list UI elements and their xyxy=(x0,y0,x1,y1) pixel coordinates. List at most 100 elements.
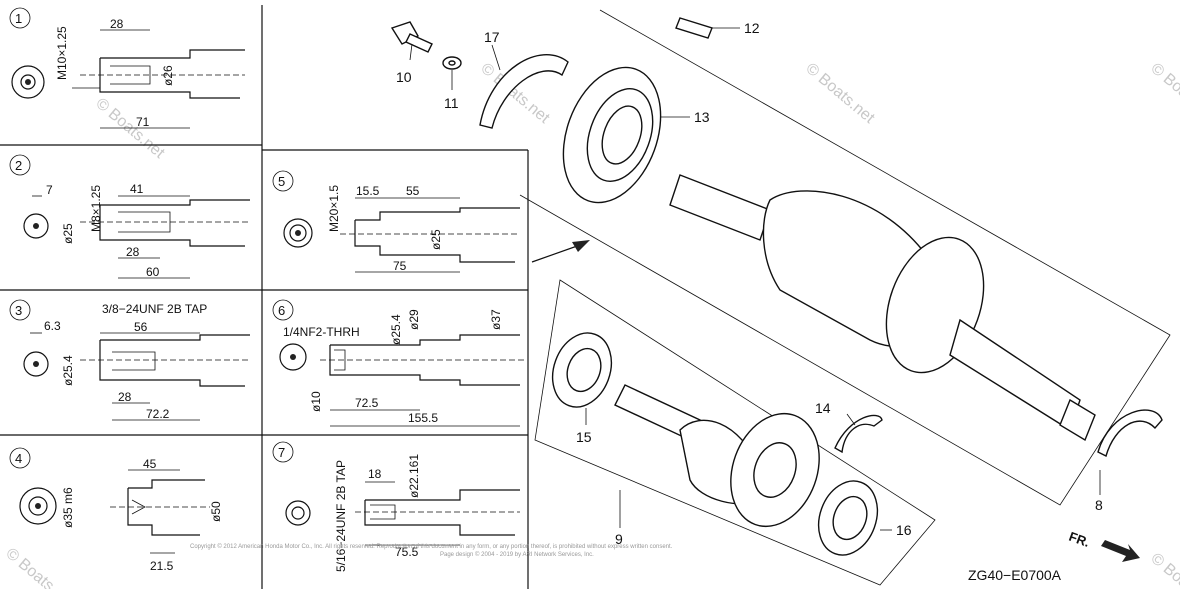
callout-label: 11 xyxy=(444,95,459,111)
variant-number-circle xyxy=(9,299,31,321)
thrust-washer xyxy=(479,54,569,129)
thrust-washer xyxy=(1097,409,1163,458)
callout-label: 8 xyxy=(1095,497,1103,513)
bolt xyxy=(390,21,433,53)
dim-label: 28 xyxy=(118,390,132,404)
thread-spec: 5/16−24UNF 2B TAP xyxy=(334,460,348,572)
dim-label: 15.5 xyxy=(356,184,380,198)
variant-number: 6 xyxy=(278,303,285,318)
variant-number: 5 xyxy=(278,174,285,189)
thread-spec: ø35 m6 xyxy=(61,487,75,528)
watermark-text: © Boats.net xyxy=(92,95,168,162)
dim-label: ø22.161 xyxy=(407,454,421,498)
dim-label: ø50 xyxy=(209,501,223,522)
shaft-end-view xyxy=(19,487,57,525)
dim-label: 60 xyxy=(146,265,160,279)
dim-label: 72.2 xyxy=(146,407,170,421)
woodruff-key xyxy=(675,17,713,39)
thread-spec: 3/8−24UNF 2B TAP xyxy=(102,302,207,316)
reference-arrow xyxy=(531,244,581,263)
shaft-end-view xyxy=(279,343,307,371)
crankshaft-assembly-box xyxy=(519,9,1171,506)
variant-number-circle xyxy=(9,7,31,29)
callout-label: 12 xyxy=(744,20,760,36)
variant-1: 1 28 ø26 71 M10×1.25 xyxy=(9,7,245,129)
leader-lines xyxy=(409,27,1101,531)
shaft-end-view xyxy=(283,218,313,248)
variant-2: 2 7 41 ø25 28 60 M8×1.25 xyxy=(9,154,250,279)
dim-label: ø25 xyxy=(429,229,443,250)
dim-label: 75.5 xyxy=(395,545,419,559)
dim-label: 45 xyxy=(143,457,157,471)
balancer-bearing-right xyxy=(817,480,879,556)
variant-7: 7 18 ø22.161 75.5 5/16−24UNF 2B TAP xyxy=(272,441,520,572)
dim-label: 75 xyxy=(393,259,407,273)
dim-label: ø25.4 xyxy=(389,314,403,345)
dim-label: 18 xyxy=(368,467,382,481)
dim-label: 72.5 xyxy=(355,396,379,410)
dim-label: 21.5 xyxy=(150,559,174,573)
thread-spec: M20×1.5 xyxy=(327,185,341,232)
dim-label: 28 xyxy=(110,17,124,31)
variant-number: 2 xyxy=(15,158,22,173)
balancer-bearing-left xyxy=(551,332,613,408)
variant-4: 4 45 ø50 21.5 ø35 m6 xyxy=(9,447,223,573)
dim-label: ø29 xyxy=(407,309,421,330)
front-direction-indicator: FR. xyxy=(1067,529,1140,562)
main-bearing xyxy=(562,66,662,204)
shaft-end-view xyxy=(23,351,49,377)
dim-label: ø37 xyxy=(489,309,503,330)
watermark-text: © Boats.net xyxy=(802,60,878,127)
variant-number-circle xyxy=(9,154,31,176)
variant-number: 7 xyxy=(278,445,285,460)
dim-label: 7 xyxy=(46,183,53,197)
dim-label: ø26 xyxy=(161,65,175,86)
variant-number: 1 xyxy=(15,11,22,26)
callout-label: 17 xyxy=(484,29,500,45)
variant-6: 6 1/4NF2-THRH ø25.4 ø29 ø37 ø10 72.5 155… xyxy=(272,299,525,427)
callout-label: 15 xyxy=(576,429,592,445)
crankshaft xyxy=(669,174,1096,442)
dim-label: 155.5 xyxy=(408,411,438,425)
callout-label: 10 xyxy=(396,69,412,85)
dim-label: 28 xyxy=(126,245,140,259)
shaft-end-view xyxy=(285,500,311,526)
callout-label: 9 xyxy=(615,531,623,547)
variant-number-circle xyxy=(9,447,31,469)
shaft-end-view xyxy=(11,65,45,99)
thread-spec: M10×1.25 xyxy=(55,26,69,80)
copyright-text: Copyright © 2012 American Honda Motor Co… xyxy=(190,543,673,550)
watermark-text: © Boats.net xyxy=(1147,60,1180,127)
variant-number: 4 xyxy=(15,451,22,466)
front-arrow-icon xyxy=(1101,540,1140,562)
drawing-code: ZG40−E0700A xyxy=(968,567,1062,583)
balancer-shaft xyxy=(614,384,820,528)
variant-number-circle xyxy=(272,441,294,463)
thrust-washer xyxy=(834,414,883,454)
variant-3: 3 6.3 56 ø25.4 28 72.2 3/8−24UNF 2B TAP xyxy=(9,299,250,421)
callout-label: 16 xyxy=(896,522,912,538)
dim-label: 41 xyxy=(130,182,144,196)
variant-5: 5 15.5 55 ø25 75 M20×1.5 xyxy=(272,170,520,273)
variant-grid xyxy=(0,5,529,589)
thread-spec: 1/4NF2-THRH xyxy=(283,325,360,339)
dim-label: ø25.4 xyxy=(61,355,75,386)
callout-label: 13 xyxy=(694,109,710,125)
variant-number: 3 xyxy=(15,303,22,318)
thread-spec: M8×1.25 xyxy=(89,185,103,232)
dim-label: 6.3 xyxy=(44,319,61,333)
front-direction-label: FR. xyxy=(1067,529,1092,550)
shaft-end-view xyxy=(23,213,49,239)
watermark-text: © Boats.net xyxy=(1147,550,1180,589)
copyright-text: Page design © 2004 - 2019 by ARI Network… xyxy=(440,551,594,558)
watermark-text: © Boats.net xyxy=(2,545,78,589)
dim-label: 71 xyxy=(136,115,150,129)
exploded-view: 10 11 12 13 17 14 15 9 16 8 FR. ZG40−E07… xyxy=(390,9,1171,586)
dim-label: ø10 xyxy=(309,391,323,412)
variant-number-circle xyxy=(272,299,294,321)
dim-label: ø25 xyxy=(61,223,75,244)
callout-label: 14 xyxy=(815,400,831,416)
dim-label: 55 xyxy=(406,184,420,198)
